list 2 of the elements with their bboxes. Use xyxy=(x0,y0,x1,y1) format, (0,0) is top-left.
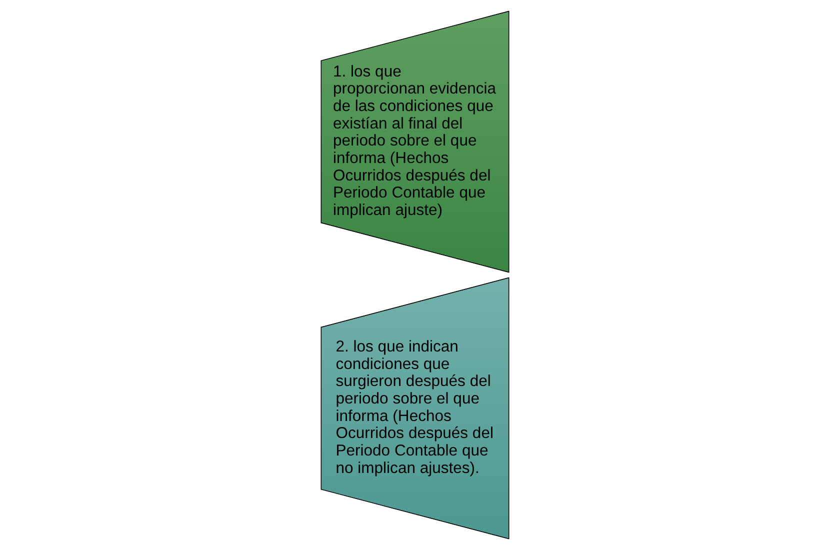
node-box: 1. los que proporcionan evidencia de las condiciones que existían al final del periodo sobre el que informa (Hechos Ocurridos después del Periodo Contable que implican ajuste) xyxy=(320,10,510,273)
node-box: 2. los que indican condiciones que surgieron después del periodo sobre el que informa (Hechos Ocurridos después del Periodo Contable que no implican ajustes). xyxy=(320,277,510,540)
